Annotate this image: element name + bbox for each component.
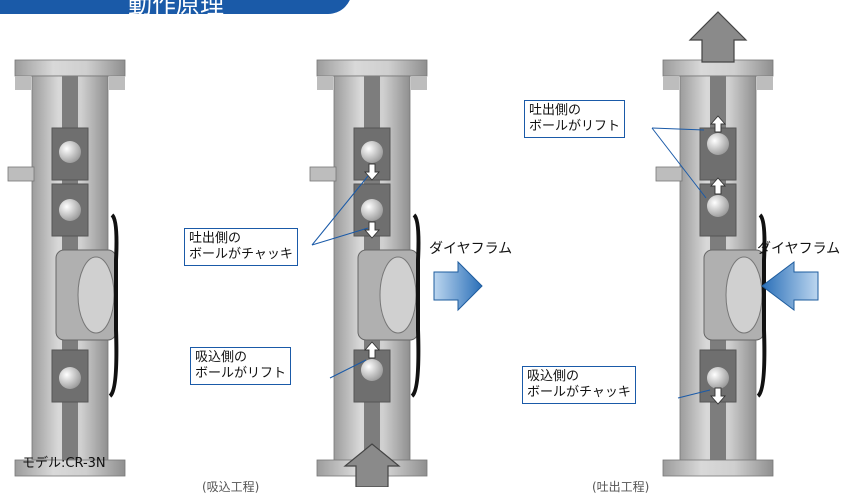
callout-suction-lift: 吸込側の ボールがリフト	[190, 347, 292, 385]
pump-suction-stroke	[308, 58, 429, 478]
check-arrow-icon	[364, 221, 380, 239]
suction-ball	[707, 367, 729, 389]
diaphragm-label-discharge: ダイヤフラム	[757, 241, 841, 257]
callout-suction-check: 吸込側の ボールがチャッキ	[522, 366, 636, 404]
discharge-ball-upper	[707, 133, 729, 155]
suction-ball	[361, 359, 383, 381]
discharge-ball-lower	[59, 199, 81, 221]
diaphragm-push-arrow-icon	[761, 261, 819, 311]
callout-line: ボールがチャッキ	[527, 385, 631, 400]
outflow-arrow-icon	[688, 11, 748, 63]
callout-line: ボールがリフト	[529, 119, 621, 134]
discharge-ball-lower	[361, 199, 383, 221]
discharge-ball-lower	[707, 195, 729, 217]
lift-arrow-icon	[364, 341, 380, 359]
lift-arrow-icon	[710, 115, 726, 133]
callout-line: 吐出側の	[529, 103, 582, 118]
diaphragm-pull-arrow-icon	[433, 260, 483, 312]
inflow-arrow-icon	[343, 443, 401, 487]
discharge-ball-upper	[361, 141, 383, 163]
suction-ball	[59, 367, 81, 389]
callout-leaders	[311, 127, 711, 399]
section-title: 動作原理	[0, 0, 352, 14]
pump-model-view	[6, 58, 127, 478]
callout-line: ボールがリフト	[195, 366, 287, 381]
callout-line: 吐出側の	[189, 231, 242, 246]
model-label: モデル:CR-3N	[22, 456, 106, 471]
callout-discharge-lift: 吐出側の ボールがリフト	[524, 100, 626, 138]
pump-discharge-stroke	[654, 58, 775, 478]
discharge-ball-upper	[59, 141, 81, 163]
lift-arrow-icon	[710, 177, 726, 195]
callout-line: ボールがチャッキ	[189, 247, 293, 262]
callout-discharge-check: 吐出側の ボールがチャッキ	[184, 228, 298, 266]
diaphragm-label-suction: ダイヤフラム	[429, 241, 513, 257]
callout-line: 吸込側の	[527, 369, 580, 384]
callout-line: 吸込側の	[195, 350, 248, 365]
check-arrow-icon	[710, 387, 726, 405]
check-arrow-icon	[364, 163, 380, 181]
